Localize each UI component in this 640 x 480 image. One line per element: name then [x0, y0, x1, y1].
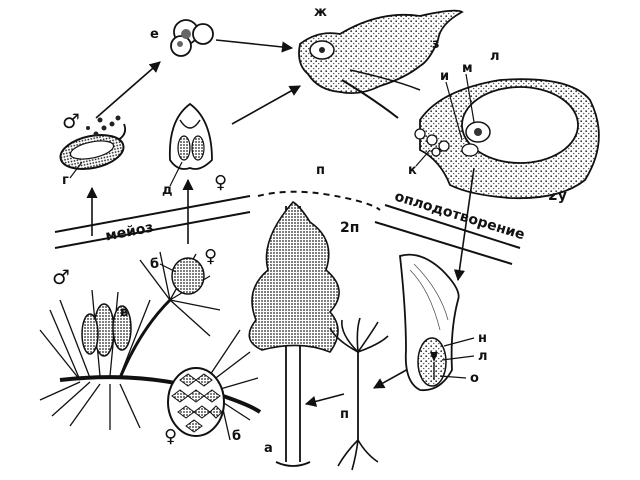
label-d: д [162, 183, 173, 198]
label-v: в [120, 305, 128, 320]
label-i: и [440, 69, 449, 84]
label-e: е [150, 27, 159, 42]
pine-branch-illustration [39, 251, 262, 441]
pine-tree-illustration [248, 200, 340, 467]
pollen-grain-illustration [170, 19, 214, 57]
label-b-bottom: б [232, 429, 241, 444]
male-symbol-top: ♂ [62, 109, 80, 133]
label-z: з [432, 37, 440, 52]
label-l-top: л [490, 49, 500, 64]
male-cone-illustration [59, 115, 127, 171]
label-n: н [478, 331, 487, 346]
female-symbol-middle: ♀ [204, 246, 217, 267]
male-symbol-bottom: ♂ [52, 265, 70, 289]
haploid-marker: п [316, 163, 325, 178]
ovule-illustration [414, 78, 600, 200]
seed-illustration [399, 253, 460, 392]
generation-divider [54, 190, 521, 265]
label-k: к [408, 163, 417, 178]
seedling-illustration [329, 317, 389, 471]
diploid-marker: 2п [340, 220, 359, 236]
meiosis-label: мейоз [104, 220, 155, 245]
label-m: м [462, 61, 473, 76]
female-symbol-top: ♀ [214, 172, 227, 193]
label-zh: ж [314, 5, 327, 20]
cycle-arrows [86, 39, 475, 407]
female-symbol-bottom: ♀ [164, 426, 177, 447]
label-o: о [470, 371, 479, 386]
archegonium-illustration [298, 9, 464, 119]
label-p-bottom: п [340, 407, 349, 422]
label-l-bottom: л [478, 349, 488, 364]
label-a: а [264, 441, 273, 456]
label-b-top: б [150, 257, 159, 272]
label-g: г [62, 173, 69, 188]
ovulate-scale-illustration [168, 102, 213, 170]
